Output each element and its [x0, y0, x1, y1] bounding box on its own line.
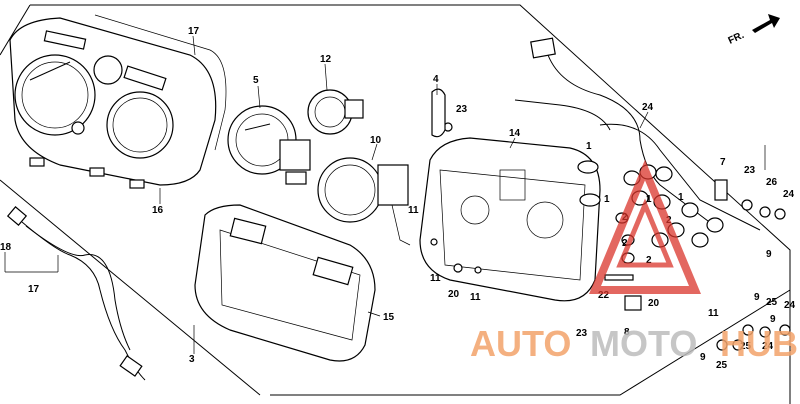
fasteners	[430, 88, 791, 351]
callout-label: 2	[622, 238, 628, 249]
callout-label: 24	[783, 189, 795, 200]
callout-labels: 17 5 12 10 4 23 14 24 16 15 3 18 17 11 1…	[0, 26, 796, 371]
callout-label: 25	[716, 360, 728, 371]
tachometer-face	[317, 157, 411, 246]
callout-label: 9	[770, 314, 776, 325]
callout-label: 18	[0, 242, 12, 253]
leader-lines	[4, 35, 766, 354]
front-direction-indicator: FR.	[727, 14, 780, 47]
watermark-text-hub: HUB	[720, 323, 798, 364]
watermark-text-auto: AUTO	[470, 323, 571, 364]
callout-label: 9	[754, 292, 760, 303]
callout-label: 16	[152, 205, 164, 216]
callout-label: 1	[604, 194, 610, 205]
callout-label: 9	[766, 249, 772, 260]
callout-label: 5	[253, 75, 259, 86]
speedometer-cable	[6, 206, 146, 381]
callout-label: 4	[433, 74, 439, 85]
callout-label: 25	[766, 297, 778, 308]
meter-case-assembly	[9, 14, 227, 189]
callout-label: 1	[586, 141, 592, 152]
callout-label: 1	[646, 194, 652, 205]
watermark-text-moto: MOTO	[590, 323, 697, 364]
meter-housing-lower	[419, 137, 601, 302]
callout-label: 15	[383, 312, 395, 323]
callout-label: 1	[678, 192, 684, 203]
callout-label: 23	[744, 165, 756, 176]
callout-label: 11	[408, 205, 419, 216]
callout-label: 23	[576, 328, 588, 339]
callout-label: 11	[430, 273, 441, 284]
callout-label: 26	[766, 177, 778, 188]
small-gauge	[307, 89, 364, 135]
callout-label: 25	[740, 341, 752, 352]
callout-label: 17	[28, 284, 40, 295]
watermark: AUTO MOTO HUB	[470, 159, 798, 364]
callout-label: 3	[189, 354, 195, 365]
callout-label: 24	[642, 102, 654, 113]
callout-label: 10	[370, 135, 382, 146]
callout-label: 7	[720, 157, 726, 168]
callout-label: 24	[762, 341, 774, 352]
meter-cover	[194, 204, 376, 362]
callout-label: 17	[188, 26, 200, 37]
front-arrow-icon	[752, 14, 780, 33]
callout-label: 11	[708, 308, 719, 319]
callout-label: 20	[648, 298, 660, 309]
callout-label: 12	[320, 54, 332, 65]
callout-label: 24	[784, 300, 796, 311]
callout-label: 20	[448, 289, 460, 300]
frame-outline	[0, 4, 791, 404]
callout-label: 9	[700, 352, 706, 363]
callout-label: 8	[624, 327, 630, 338]
callout-label: 23	[456, 104, 468, 115]
callout-label: 11	[470, 292, 481, 303]
direction-label: FR.	[727, 30, 746, 47]
callout-label: 2	[646, 255, 652, 266]
speedometer-face	[227, 105, 311, 185]
callout-label: 22	[598, 290, 610, 301]
warning-triangle-icon	[589, 159, 701, 294]
callout-label: 14	[509, 128, 521, 139]
